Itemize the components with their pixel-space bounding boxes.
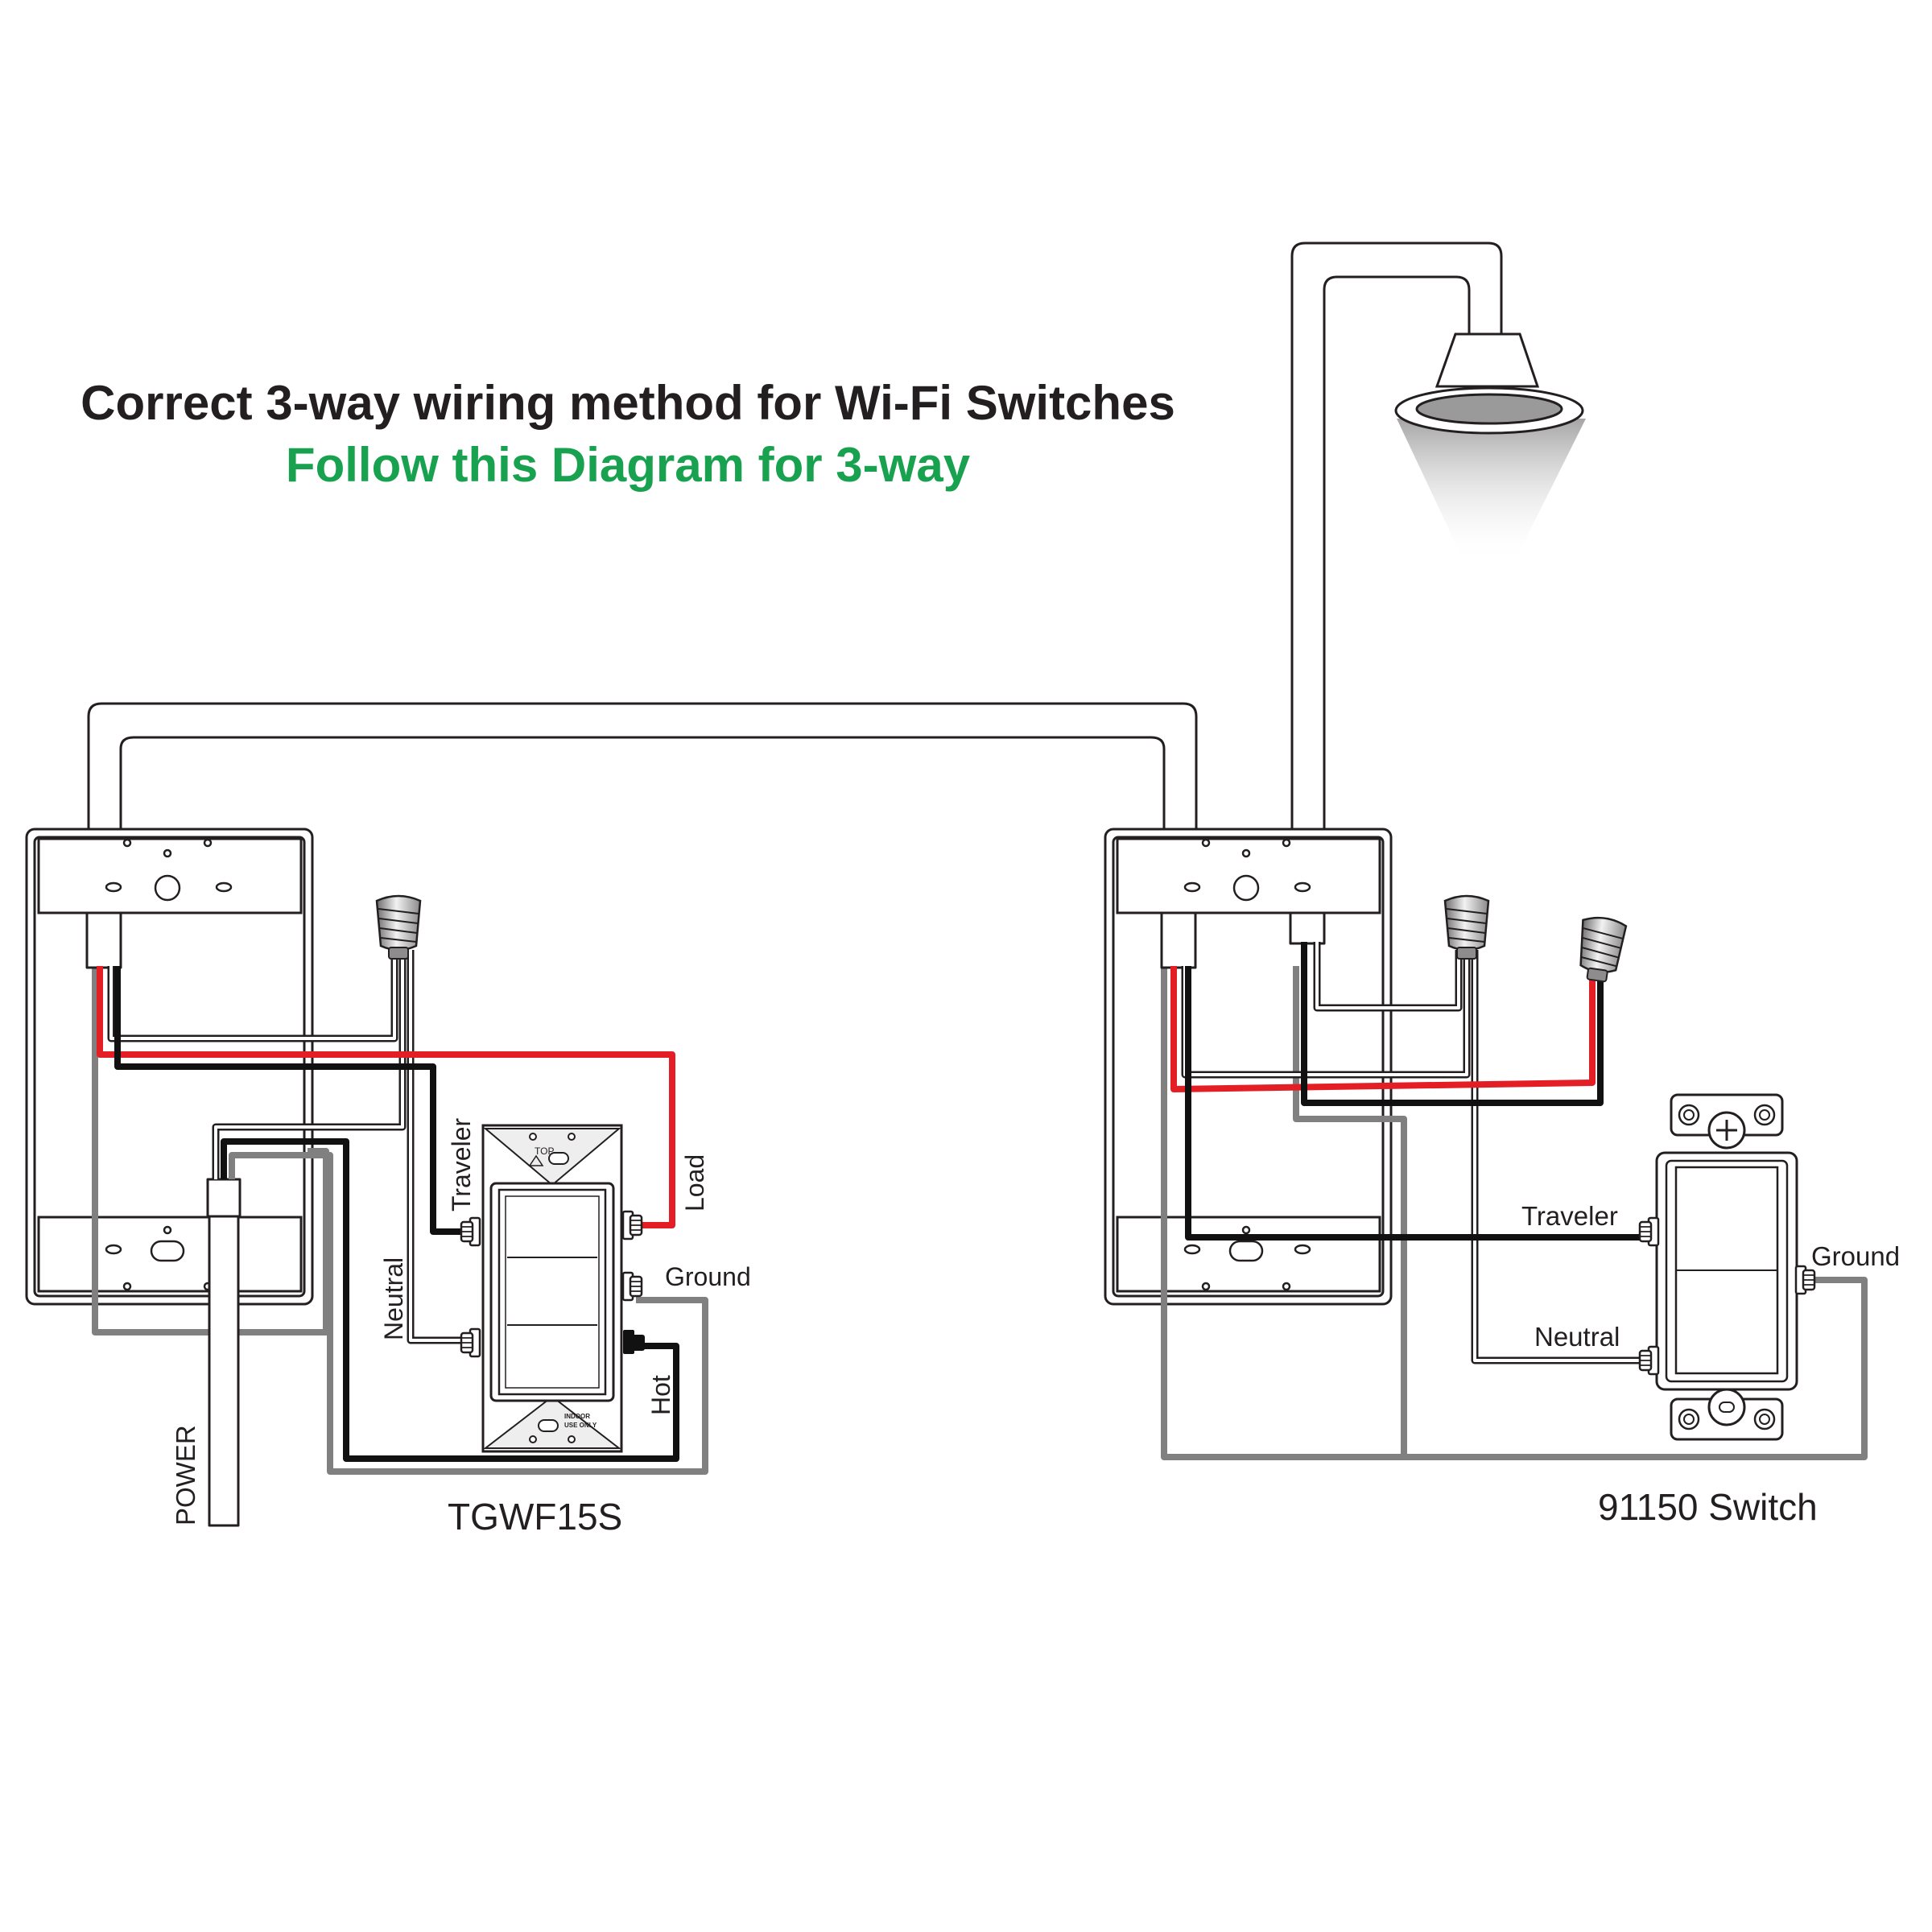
traveler-terminal — [460, 1216, 481, 1247]
load-label: Load — [680, 1154, 709, 1212]
neutral-terminal — [460, 1327, 481, 1358]
power-label: POWER — [171, 1425, 200, 1525]
left-box-wires — [85, 911, 708, 1527]
neutral-label: Neutral — [1534, 1322, 1620, 1352]
right-junction-box — [1104, 828, 1393, 1306]
wire-nut-icon — [1443, 894, 1490, 960]
traveler-label: Traveler — [447, 1117, 476, 1212]
faceplate-bottom-label-1: INDOOR — [564, 1413, 590, 1420]
ground-label: Ground — [1811, 1241, 1900, 1271]
faceplate-top-label: TOP — [535, 1146, 554, 1157]
wire-nut-icon — [1574, 914, 1629, 985]
load-terminal — [621, 1210, 643, 1241]
right-box-wires — [1160, 911, 1868, 1460]
hot-label: Hot — [646, 1375, 675, 1415]
neutral-label: Neutral — [379, 1257, 408, 1340]
cable-between-boxes — [87, 702, 1198, 829]
ground-label: Ground — [665, 1262, 751, 1291]
91150-switch — [1638, 1093, 1816, 1441]
neutral-terminal — [1638, 1345, 1660, 1376]
cable-light-to-right-box — [1290, 242, 1503, 829]
wire-nut-icon — [375, 894, 422, 960]
diagram-title: Correct 3-way wiring method for Wi-Fi Sw… — [80, 376, 1175, 430]
ground-terminal — [621, 1271, 643, 1302]
recessed-light-icon — [1394, 332, 1586, 564]
91150-model-label: 91150 Switch — [1598, 1486, 1818, 1528]
diagram-subtitle: Follow this Diagram for 3-way — [285, 438, 971, 492]
tgwf15s-switch: TOP INDOOR USE ONLY — [460, 1124, 645, 1453]
tgwf15s-model-label: TGWF15S — [448, 1496, 622, 1538]
traveler-terminal — [1638, 1216, 1660, 1247]
faceplate-bottom-label-2: USE ONLY — [564, 1422, 597, 1429]
traveler-label: Traveler — [1521, 1201, 1618, 1231]
hot-terminal — [623, 1330, 645, 1354]
